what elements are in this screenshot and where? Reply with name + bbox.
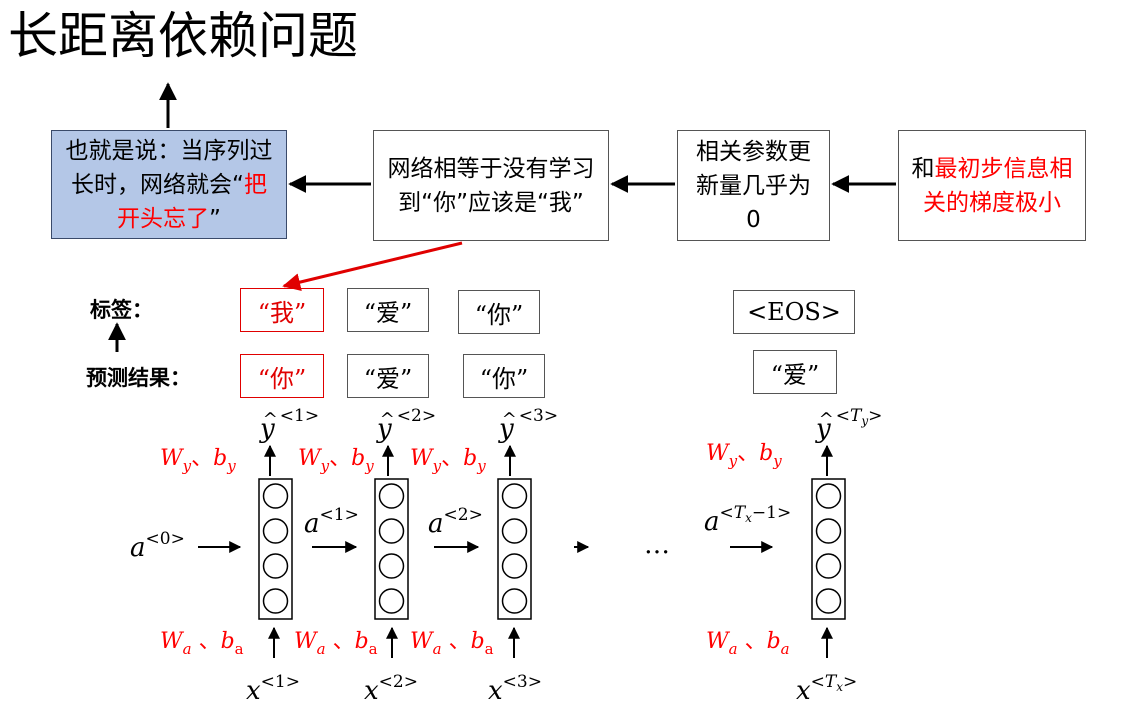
svg-text:Wa 、ba: Wa 、ba bbox=[294, 629, 378, 658]
svg-text:y^<2>: y^<2> bbox=[376, 406, 436, 444]
svg-text:Wy、by: Wy、by bbox=[298, 446, 374, 475]
svg-text:a<2>: a<2> bbox=[428, 505, 483, 539]
label-token-2: “爱” bbox=[347, 288, 429, 332]
svg-text:Wy、by: Wy、by bbox=[410, 446, 486, 475]
svg-text:a<Tx−1>: a<Tx−1> bbox=[704, 503, 791, 537]
svg-text:y^<1>: y^<1> bbox=[259, 406, 319, 444]
pred-token-2: “爱” bbox=[347, 354, 429, 398]
svg-text:…: … bbox=[644, 530, 670, 560]
param-update-box: 相关参数更新量几乎为0 bbox=[677, 130, 830, 241]
rnn-cell-1 bbox=[258, 478, 293, 620]
svg-text:Wa 、ba: Wa 、ba bbox=[706, 629, 790, 658]
svg-text:Wa 、ba: Wa 、ba bbox=[410, 629, 494, 658]
svg-text:Wa 、ba: Wa 、ba bbox=[160, 629, 244, 658]
svg-text:x<Tx>: x<Tx> bbox=[796, 672, 857, 706]
gradient-text: 和 bbox=[911, 155, 935, 182]
svg-text:y^<Ty>: y^<Ty> bbox=[815, 406, 882, 444]
conclusion-box: 也就是说：当序列过长时，网络就会“把开头忘了” bbox=[51, 130, 287, 239]
svg-text:Wy、by: Wy、by bbox=[706, 441, 782, 470]
label-token-eos: <EOS> bbox=[733, 290, 855, 334]
page-title: 长距离依赖问题 bbox=[8, 7, 358, 65]
rnn-cell-2 bbox=[374, 478, 409, 620]
label-row-title: 标签： bbox=[90, 298, 153, 322]
pred-token-3: “你” bbox=[463, 354, 545, 398]
svg-text:x<1>: x<1> bbox=[246, 672, 300, 706]
svg-text:a<0>: a<0> bbox=[130, 529, 185, 563]
red-pointer-arrow bbox=[282, 241, 463, 291]
svg-text:Wy、by: Wy、by bbox=[160, 446, 236, 475]
conclusion-red-text: 把开头忘了 bbox=[117, 171, 267, 232]
conclusion-text: 也就是说：当序列过长时，网络就会“ bbox=[65, 137, 273, 198]
prediction-row-title: 预测结果： bbox=[86, 366, 191, 390]
pred-token-4: “爱” bbox=[753, 350, 837, 394]
rnn-cell-last bbox=[811, 478, 846, 620]
svg-text:a<1>: a<1> bbox=[304, 505, 359, 539]
learning-text: 网络相等于没有学习到“你”应该是“我” bbox=[387, 155, 595, 216]
svg-text:x<2>: x<2> bbox=[364, 672, 418, 706]
conclusion-end-quote: ” bbox=[209, 205, 221, 232]
svg-text:y^<3>: y^<3> bbox=[498, 406, 558, 444]
rnn-cell-3 bbox=[497, 478, 532, 620]
gradient-box: 和最初步信息相关的梯度极小 bbox=[898, 130, 1086, 241]
label-token-1: “我” bbox=[240, 288, 324, 332]
svg-text:x<3>: x<3> bbox=[488, 672, 542, 706]
param-update-text: 相关参数更新量几乎为0 bbox=[696, 138, 811, 233]
gradient-red-text: 最初步信息相关的梯度极小 bbox=[923, 155, 1073, 216]
label-token-3: “你” bbox=[458, 290, 540, 334]
learning-box: 网络相等于没有学习到“你”应该是“我” bbox=[373, 130, 609, 241]
pred-token-1: “你” bbox=[240, 354, 324, 398]
